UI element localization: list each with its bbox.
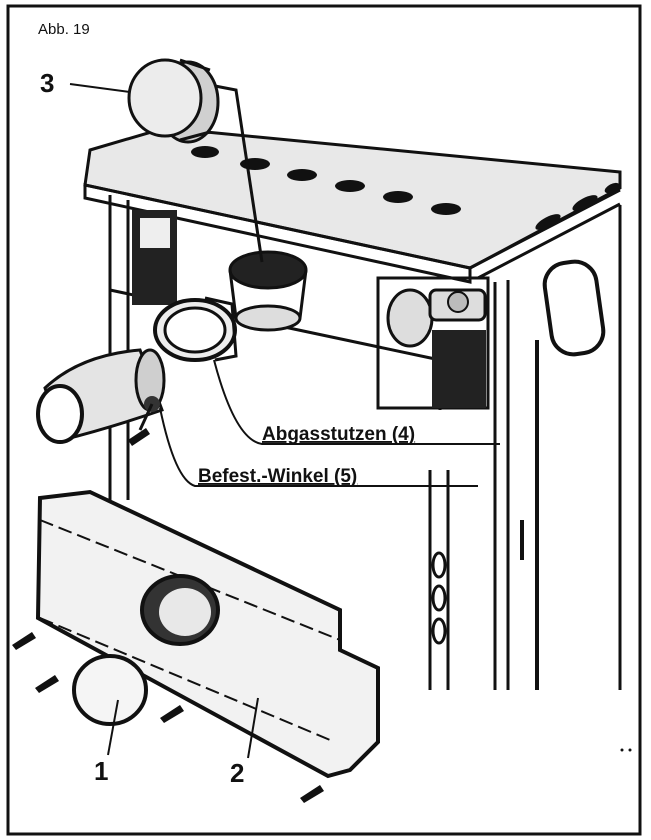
label-part-1: 1 (94, 756, 108, 786)
label-befest-winkel: Befest.-Winkel (5) (198, 466, 357, 487)
label-part-3: 3 (40, 68, 54, 98)
figure-frame (6, 4, 642, 836)
leader-part-3 (69, 83, 131, 93)
part-2-front-cover (35, 489, 380, 779)
flue-collar (228, 250, 308, 332)
label-part-2: 2 (230, 758, 244, 788)
flange-right (386, 288, 434, 348)
flue-pipe (36, 348, 166, 444)
boiler-housing (83, 126, 622, 690)
part-4-flue-adapter (153, 296, 238, 362)
part-1-cover-disc (72, 654, 148, 726)
assembly-line-cap (214, 84, 264, 263)
column-holes (431, 551, 447, 645)
leader-part-1 (107, 699, 119, 756)
side-panel-opening (542, 259, 606, 357)
top-slots (191, 146, 461, 215)
figure-title: Abb. 19 (38, 21, 90, 38)
leader-abgasstutzen (213, 359, 500, 445)
side-slots (535, 182, 620, 230)
part-3-end-cap (127, 58, 220, 144)
leader-part-2 (247, 697, 259, 759)
screws (12, 428, 324, 803)
leader-befest-winkel (159, 407, 478, 487)
label-abgasstutzen: Abgasstutzen (4) (262, 424, 415, 445)
